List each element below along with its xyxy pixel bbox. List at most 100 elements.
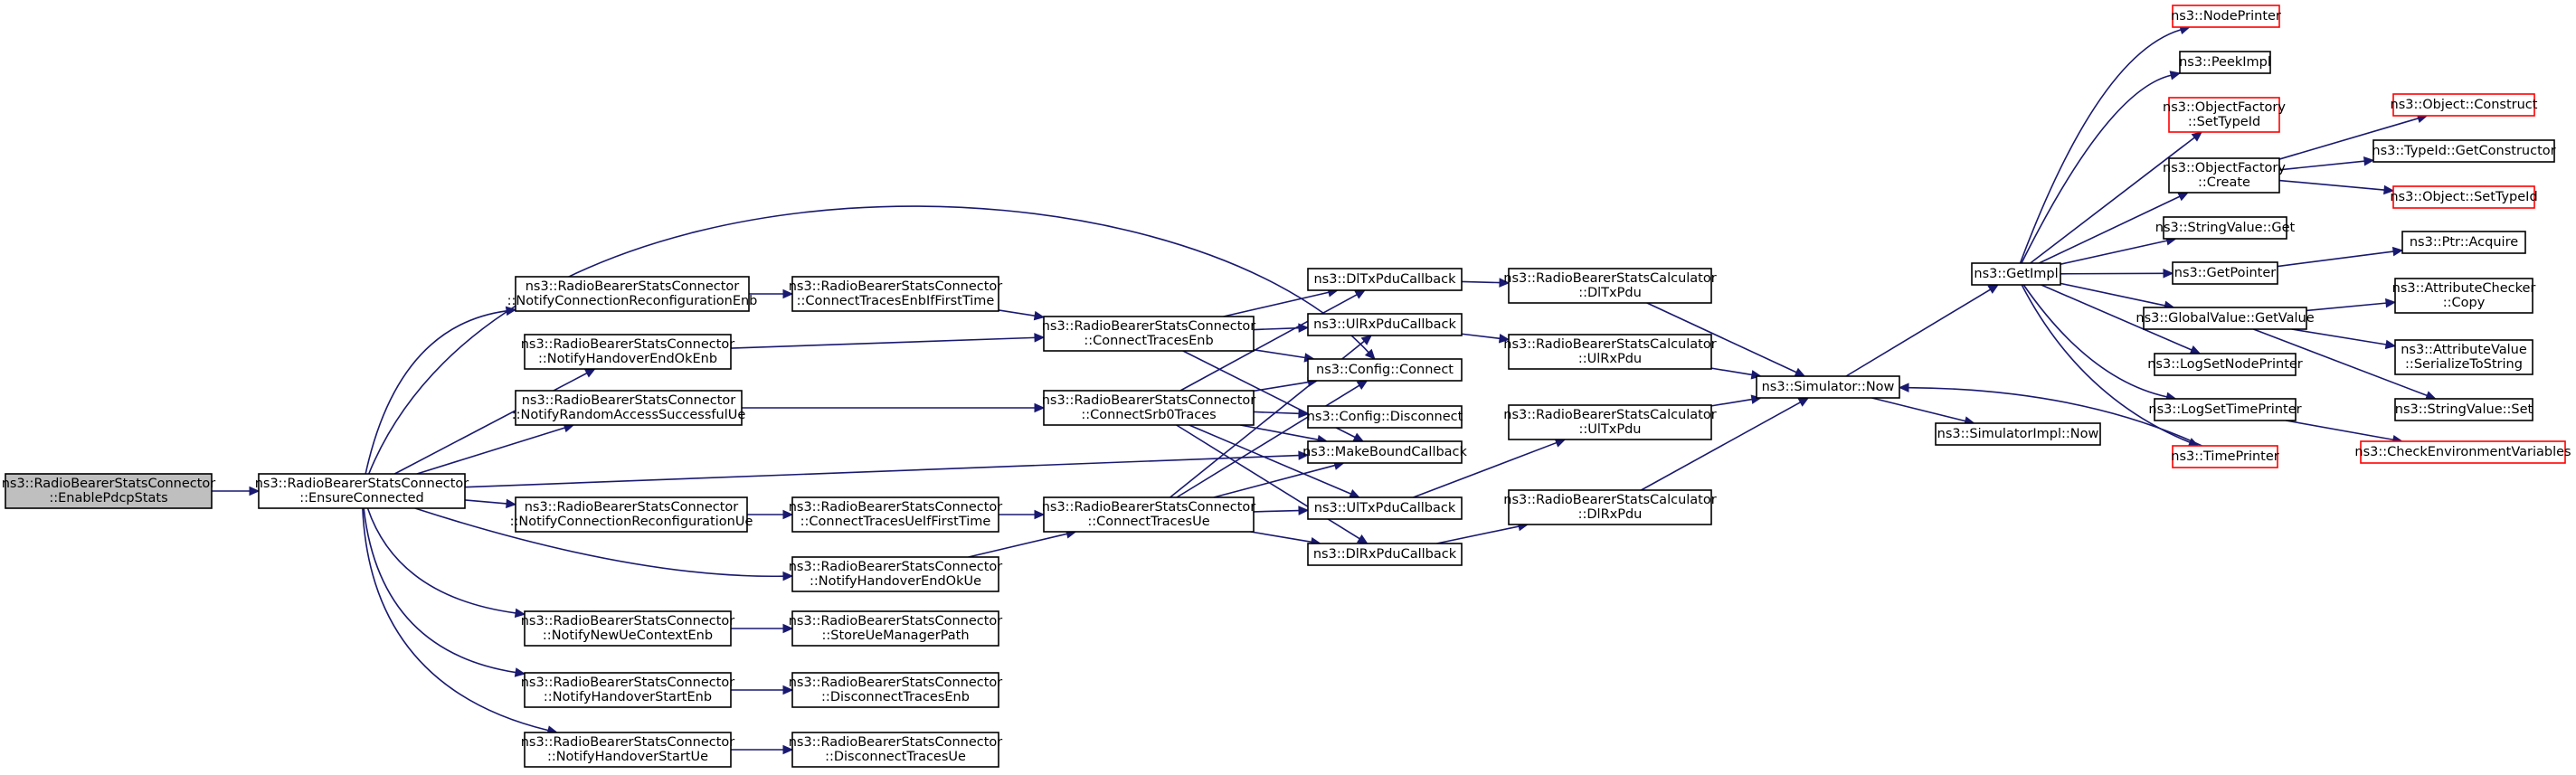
- node-notifyConnRecEnb[interactable]: ns3::RadioBearerStatsConnector::NotifyCo…: [507, 276, 758, 312]
- node-label: ns3::Object::Construct: [2391, 98, 2538, 112]
- node-box: [1307, 440, 1463, 464]
- node-notifyConnRecUe[interactable]: ns3::RadioBearerStatsConnector::NotifyCo…: [510, 496, 753, 533]
- node-connUeIf[interactable]: ns3::RadioBearerStatsConnector::ConnectT…: [789, 496, 1003, 533]
- node-label: ::NotifyHandoverStartUe: [547, 750, 708, 764]
- node-connSrb0[interactable]: ns3::RadioBearerStatsConnector::ConnectS…: [1042, 390, 1256, 426]
- node-label: ns3::RadioBearerStatsConnector: [525, 500, 739, 515]
- node-connUe[interactable]: ns3::RadioBearerStatsConnector::ConnectT…: [1042, 496, 1256, 533]
- node-attrCheckerCopy[interactable]: ns3::AttributeChecker::Copy: [2392, 278, 2536, 314]
- node-label: ns3::RadioBearerStatsConnector: [2, 477, 216, 491]
- node-ulTxCb[interactable]: ns3::UlTxPduCallback: [1307, 496, 1463, 520]
- node-box: [524, 732, 732, 768]
- node-label: ns3::CheckEnvironmentVariables: [2354, 445, 2571, 459]
- edge-connEnb-to-dlTxCb: [1223, 291, 1330, 317]
- node-label: ns3::GetPointer: [2174, 266, 2277, 280]
- node-strValSet[interactable]: ns3::StringValue::Set: [2394, 398, 2533, 421]
- edge-timePrinter-to-simNow: [1908, 386, 2202, 447]
- node-calcUlRx[interactable]: ns3::RadioBearerStatsCalculator::UlRxPdu: [1503, 334, 1717, 370]
- node-peekImpl[interactable]: ns3::PeekImpl: [2179, 51, 2271, 74]
- edge-arrowhead: [1034, 333, 1046, 343]
- node-label: ns3::Config::Connect: [1316, 363, 1454, 377]
- node-ptrAcquire[interactable]: ns3::Ptr::Acquire: [2401, 231, 2526, 254]
- node-label: ns3::RadioBearerStatsCalculator: [1503, 271, 1716, 286]
- node-label: ns3::MakeBoundCallback: [1302, 445, 1467, 459]
- node-connEnb[interactable]: ns3::RadioBearerStatsConnector::ConnectT…: [1042, 316, 1256, 352]
- edge-getImpl-to-ofCreate: [2038, 195, 2181, 264]
- node-strValGet[interactable]: ns3::StringValue::Get: [2155, 216, 2296, 240]
- node-label: ::NotifyHandoverStartEnb: [544, 690, 712, 704]
- node-objSetTypeId[interactable]: ns3::Object::SetTypeId: [2390, 185, 2538, 209]
- edge-arrowhead: [2384, 339, 2397, 350]
- node-getImpl[interactable]: ns3::GetImpl: [1971, 262, 2061, 286]
- node-nodePrinter[interactable]: ns3::NodePrinter: [2171, 5, 2281, 28]
- node-discUe[interactable]: ns3::RadioBearerStatsConnector::Disconne…: [789, 732, 1003, 768]
- node-calcUlTx[interactable]: ns3::RadioBearerStatsCalculator::UlTxPdu: [1503, 404, 1717, 440]
- edge-arrowhead: [514, 608, 526, 619]
- node-notifyHoEndUe[interactable]: ns3::RadioBearerStatsConnector::NotifyHa…: [789, 556, 1003, 592]
- node-tidGetCtor[interactable]: ns3::TypeId::GetConstructor: [2372, 139, 2556, 163]
- node-calcDlRx[interactable]: ns3::RadioBearerStatsCalculator::DlRxPdu: [1503, 489, 1717, 525]
- node-notifyNewUe[interactable]: ns3::RadioBearerStatsConnector::NotifyNe…: [521, 610, 735, 647]
- edge-ensure-to-notifyConnRecEnb: [365, 309, 507, 475]
- node-ulRxCb[interactable]: ns3::UlRxPduCallback: [1307, 313, 1463, 336]
- node-objConstruct[interactable]: ns3::Object::Construct: [2391, 93, 2538, 117]
- node-label: ns3::RadioBearerStatsCalculator: [1503, 493, 1716, 507]
- edge-arrowhead: [1352, 432, 1365, 442]
- edge-arrowhead: [2189, 345, 2202, 354]
- node-label: ns3::RadioBearerStatsConnector: [521, 614, 735, 629]
- node-box: [1043, 496, 1255, 533]
- edge-calcDlTx-to-simNow: [1646, 302, 1797, 373]
- edge-calcDlRx-to-simNow: [1641, 402, 1801, 491]
- node-label: ::ConnectSrb0Traces: [1081, 408, 1216, 422]
- node-connEnbIf[interactable]: ns3::RadioBearerStatsConnector::ConnectT…: [789, 276, 1003, 312]
- node-label: ns3::GlobalValue::GetValue: [2136, 311, 2314, 326]
- edge-arrowhead: [1298, 450, 1310, 460]
- node-notifyHoEndEnb[interactable]: ns3::RadioBearerStatsConnector::NotifyHa…: [521, 334, 735, 370]
- edge-arrowhead: [514, 667, 526, 677]
- node-dlTxCb[interactable]: ns3::DlTxPduCallback: [1307, 268, 1463, 291]
- node-label: ::ConnectTracesEnbIfFirstTime: [797, 294, 995, 308]
- node-logSetNode[interactable]: ns3::LogSetNodePrinter: [2147, 353, 2303, 376]
- node-label: ns3::Ptr::Acquire: [2410, 235, 2518, 250]
- node-label: ns3::RadioBearerStatsConnector: [1042, 500, 1256, 515]
- edge-arrowhead: [1498, 334, 1511, 344]
- node-discEnb[interactable]: ns3::RadioBearerStatsConnector::Disconne…: [789, 672, 1003, 708]
- node-ofCreate[interactable]: ns3::ObjectFactory::Create: [2163, 157, 2286, 194]
- node-ofSetTypeId[interactable]: ns3::ObjectFactory::SetTypeId: [2163, 97, 2286, 133]
- node-label: ns3::UlRxPduCallback: [1313, 317, 1456, 332]
- node-makeBound[interactable]: ns3::MakeBoundCallback: [1302, 440, 1468, 464]
- node-box: [1307, 358, 1463, 382]
- node-simImplNow[interactable]: ns3::SimulatorImpl::Now: [1935, 422, 2101, 446]
- node-dlRxCb[interactable]: ns3::DlRxPduCallback: [1307, 543, 1463, 566]
- node-notifyHoStartUe[interactable]: ns3::RadioBearerStatsConnector::NotifyHa…: [521, 732, 735, 768]
- node-ensure[interactable]: ns3::RadioBearerStatsConnector::EnsureCo…: [255, 473, 469, 509]
- node-getPointer[interactable]: ns3::GetPointer: [2172, 261, 2278, 285]
- node-checkEnv[interactable]: ns3::CheckEnvironmentVariables: [2354, 440, 2571, 464]
- node-label: ns3::StringValue::Set: [2395, 402, 2533, 417]
- node-label: ns3::ObjectFactory: [2163, 100, 2286, 115]
- node-box: [1756, 375, 1900, 399]
- edge-connSrb0-to-ulTxCb: [1189, 424, 1351, 495]
- node-notifyRandAcc[interactable]: ns3::RadioBearerStatsConnector::NotifyRa…: [512, 390, 746, 426]
- node-box: [258, 473, 466, 509]
- node-notifyHoStartEnb[interactable]: ns3::RadioBearerStatsConnector::NotifyHa…: [521, 672, 735, 708]
- node-box: [2172, 445, 2278, 468]
- node-simNow[interactable]: ns3::Simulator::Now: [1756, 375, 1900, 399]
- node-calcDlTx[interactable]: ns3::RadioBearerStatsCalculator::DlTxPdu: [1503, 268, 1717, 304]
- edge-calcUlTx-to-simNow: [1710, 398, 1753, 407]
- node-attrValSer[interactable]: ns3::AttributeValue::SerializeToString: [2394, 339, 2533, 375]
- node-label: ::ConnectTracesEnb: [1084, 334, 1213, 348]
- node-box: [524, 610, 732, 647]
- node-timePrinter[interactable]: ns3::TimePrinter: [2171, 445, 2279, 468]
- node-label: ns3::SimulatorImpl::Now: [1937, 427, 2099, 441]
- node-label: ::ConnectTracesUeIfFirstTime: [800, 515, 991, 529]
- node-cfgDisconnect[interactable]: ns3::Config::Disconnect: [1307, 405, 1463, 429]
- node-logSetTime[interactable]: ns3::LogSetTimePrinter: [2148, 398, 2302, 421]
- node-cfgConnect[interactable]: ns3::Config::Connect: [1307, 358, 1463, 382]
- node-label: ns3::RadioBearerStatsConnector: [1042, 393, 1256, 408]
- node-gvGetValue[interactable]: ns3::GlobalValue::GetValue: [2136, 307, 2315, 330]
- node-storeUe[interactable]: ns3::RadioBearerStatsConnector::StoreUeM…: [789, 610, 1003, 647]
- edge-arrowhead: [1987, 284, 2000, 294]
- edge-arrowhead: [2391, 246, 2404, 257]
- edge-gvGetValue-to-attrCheckerCopy: [2306, 302, 2387, 312]
